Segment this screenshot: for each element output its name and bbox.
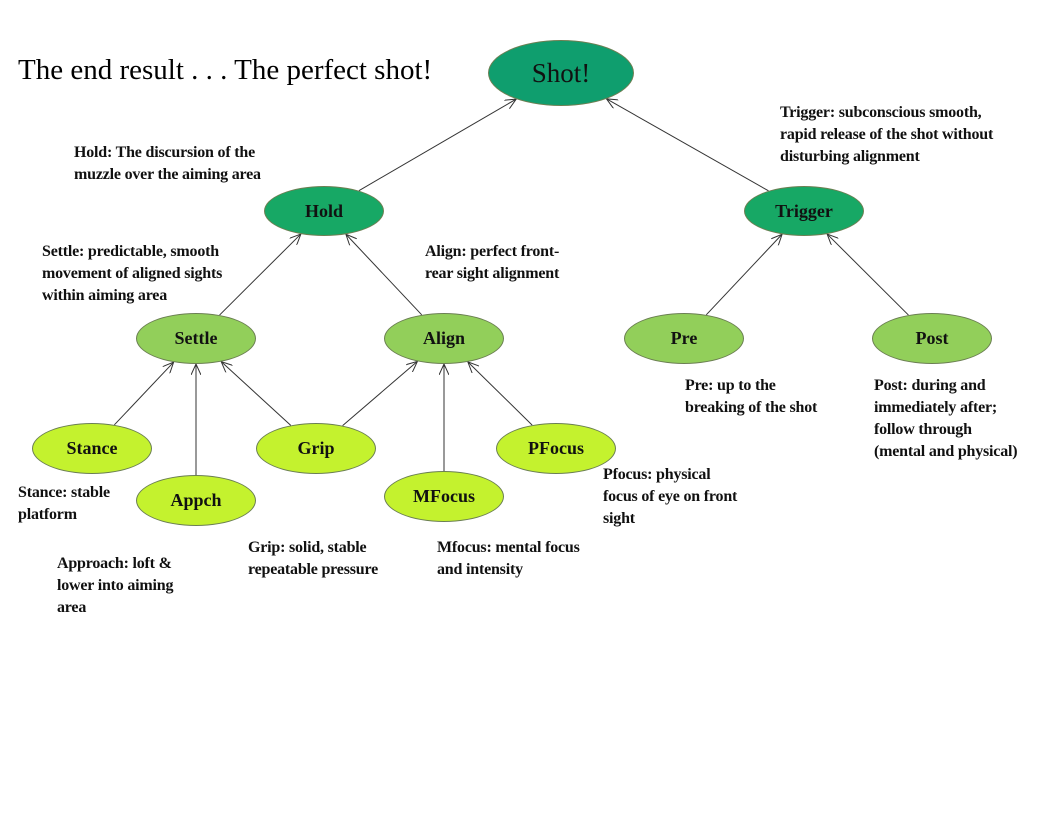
edge-hold-to-shot (358, 99, 516, 192)
node-pfocus: PFocus (496, 423, 616, 474)
edge-settle-to-hold (219, 234, 301, 316)
node-stance: Stance (32, 423, 152, 474)
node-align: Align (384, 313, 504, 364)
edge-pre-to-trigger (705, 234, 782, 316)
node-pre: Pre (624, 313, 744, 364)
edge-align-to-hold (346, 234, 423, 316)
edge-grip-to-align (342, 361, 418, 427)
note-trigger: Trigger: subconscious smooth, rapid rele… (780, 104, 994, 165)
node-post: Post (872, 313, 992, 364)
note-hold: Hold: The discursion of the muzzle over … (74, 144, 261, 183)
edge-stance-to-settle (114, 362, 173, 426)
node-grip: Grip (256, 423, 376, 474)
note-pfocus: Pfocus: physical focus of eye on front s… (603, 466, 738, 527)
note-settle: Settle: predictable, smooth movement of … (42, 243, 223, 304)
note-approach: Approach: loft & lower into aiming area (57, 555, 174, 616)
node-trigger: Trigger (744, 186, 864, 236)
edge-trigger-to-shot (606, 99, 769, 192)
node-appch: Appch (136, 475, 256, 526)
headline-text: The end result . . . The perfect shot! (18, 54, 433, 86)
note-post: Post: during and immediately after; foll… (874, 377, 1018, 460)
note-mfocus: Mfocus: mental focus and intensity (437, 539, 580, 578)
note-stance: Stance: stable platform (18, 484, 110, 523)
node-hold: Hold (264, 186, 384, 236)
node-settle: Settle (136, 313, 256, 364)
note-align: Align: perfect front- rear sight alignme… (425, 243, 560, 282)
edge-post-to-trigger (827, 234, 909, 316)
node-shot: Shot! (488, 40, 634, 106)
edge-grip-to-settle (221, 362, 292, 426)
node-mfocus: MFocus (384, 471, 504, 522)
edge-pfocus-to-align (468, 362, 533, 426)
note-pre: Pre: up to the breaking of the shot (685, 377, 818, 416)
note-grip: Grip: solid, stable repeatable pressure (248, 539, 378, 578)
